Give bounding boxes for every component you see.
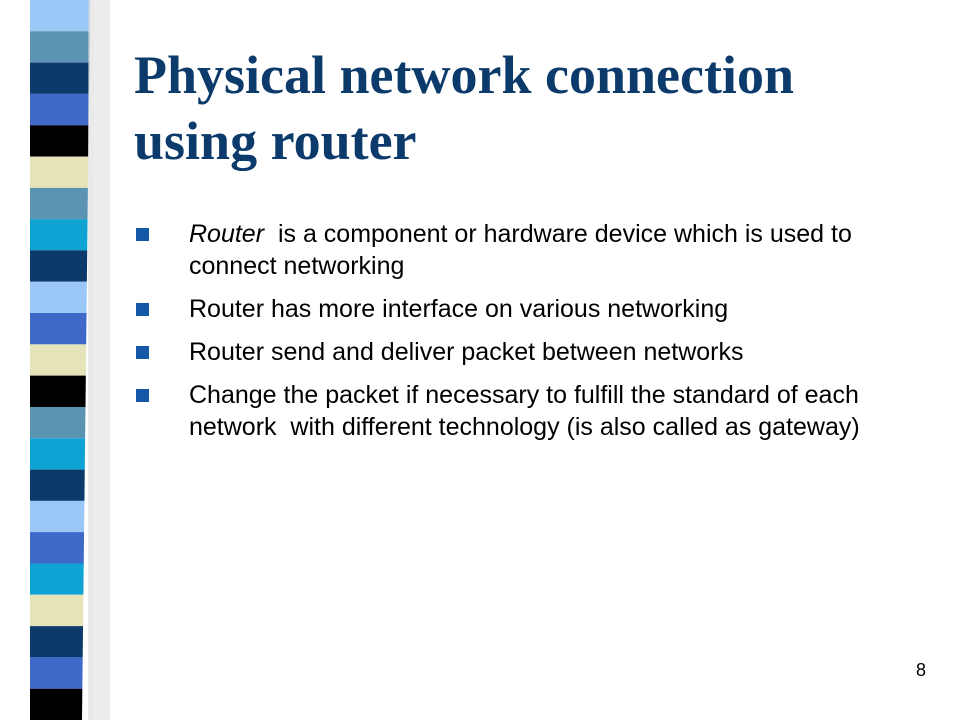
bullet-item-4: Change the packet if necessary to fulfil… <box>136 379 936 443</box>
stripe-segment <box>30 375 86 407</box>
stripe-segment <box>30 406 86 439</box>
bullet-emphasis: Router <box>189 220 265 248</box>
bullet-item-3: Router send and deliver packet between n… <box>136 336 936 368</box>
square-bullet-icon <box>136 303 149 316</box>
stripe-segment <box>30 563 84 595</box>
stripe-segment <box>30 156 89 188</box>
decorative-stripe-bar <box>0 0 110 720</box>
stripe-segment <box>30 187 88 220</box>
stripe-left-margin <box>0 0 30 720</box>
stripe-segment <box>30 469 85 501</box>
stripe-segment <box>30 62 90 94</box>
stripe-segment <box>30 31 90 63</box>
stripe-segment <box>30 500 85 533</box>
stripe-segment <box>30 657 83 689</box>
stripe-segment <box>30 219 88 251</box>
bullet-text: Change the packet if necessary to fulfil… <box>189 381 866 441</box>
stripe-segment <box>30 0 90 32</box>
bullet-item-1: Router is a component or hardware device… <box>136 218 936 282</box>
stripe-segment <box>30 281 87 314</box>
stripe-segment <box>30 125 89 157</box>
square-bullet-icon <box>136 228 149 241</box>
bullet-list: Router is a component or hardware device… <box>136 218 936 454</box>
stripe-segment <box>30 438 86 470</box>
stripe-segment <box>30 250 88 282</box>
stripe-segment <box>30 626 84 658</box>
stripe-segment <box>30 93 89 126</box>
stripe-segment <box>30 532 85 564</box>
square-bullet-icon <box>136 346 149 359</box>
bullet-text: Router has more interface on various net… <box>189 295 729 323</box>
bullet-text: Router send and deliver packet between n… <box>189 338 744 366</box>
stripe-segment <box>30 688 83 720</box>
bullet-text: is a component or hardware device which … <box>189 220 859 280</box>
stripe-segment <box>30 594 84 627</box>
square-bullet-icon <box>136 389 149 402</box>
stripe-segment <box>30 313 87 345</box>
page-number: 8 <box>915 660 926 680</box>
title-line-2: using router <box>134 111 417 171</box>
slide-title: Physical network connection using router <box>134 42 934 174</box>
stripe-segment <box>30 344 87 376</box>
title-line-1: Physical network connection <box>134 45 794 105</box>
bullet-item-2: Router has more interface on various net… <box>136 293 936 325</box>
